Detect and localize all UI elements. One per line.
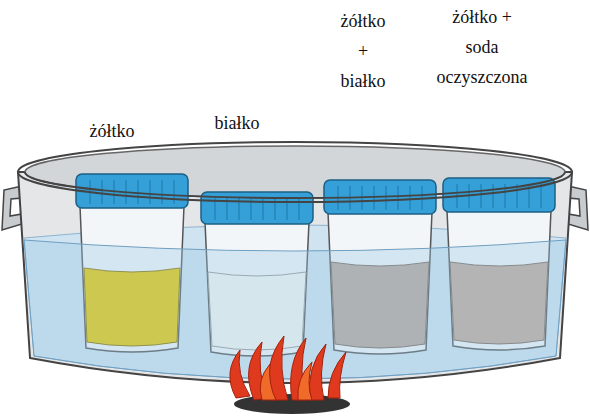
jar-label: żółtko	[90, 116, 135, 146]
flame	[230, 336, 346, 400]
pot-body	[18, 172, 572, 383]
pot-rim-inner	[25, 146, 565, 198]
pot-rim-outer	[18, 142, 572, 202]
jar-label: żółtko + białko	[341, 6, 386, 96]
jar-label: żółtko + soda oczyszczona	[437, 2, 528, 92]
jar-label: białko	[215, 108, 260, 138]
